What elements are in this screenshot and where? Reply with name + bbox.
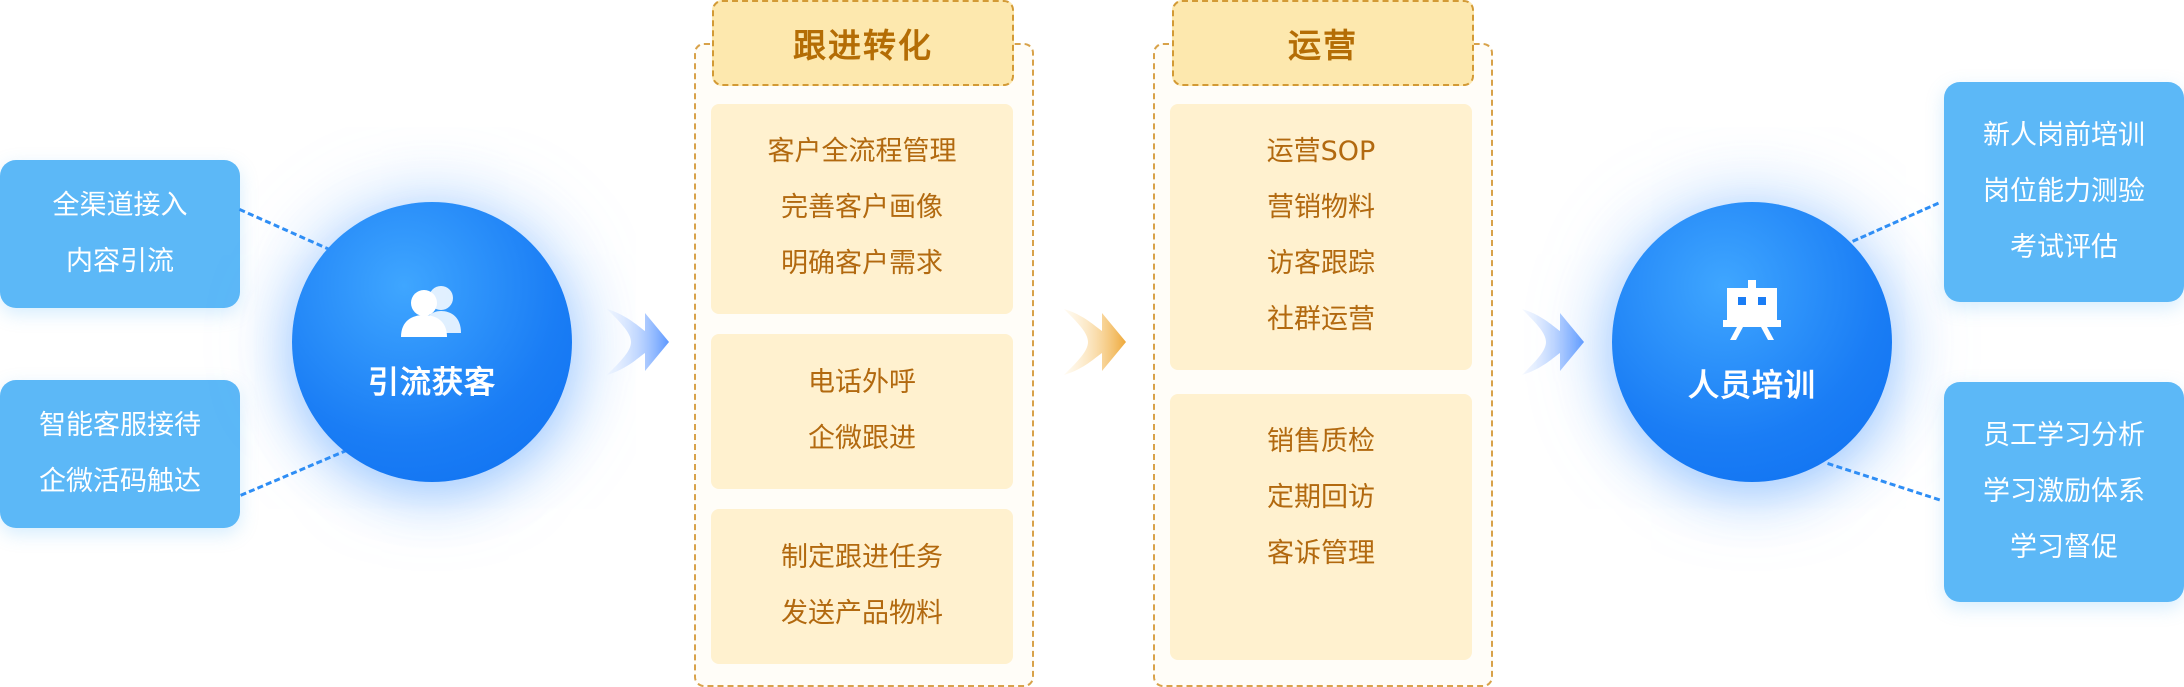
operation-item: 访客跟踪 — [1267, 248, 1375, 279]
acquisition-service-box: 智能客服接待 企微活码触达 — [0, 380, 240, 528]
followup-item: 完善客户画像 — [781, 192, 943, 223]
training-label: 人员培训 — [1688, 367, 1816, 404]
training-learning-item: 学习督促 — [2010, 532, 2118, 563]
followup-card: 制定跟进任务 发送产品物料 — [711, 509, 1013, 664]
flow-arrow-icon — [607, 309, 669, 375]
operation-title: 运营 — [1172, 0, 1474, 86]
presentation-board-icon — [1723, 279, 1781, 340]
operation-card: 销售质检 定期回访 客诉管理 — [1170, 394, 1472, 660]
flow-arrow-icon — [1522, 309, 1584, 375]
followup-item: 发送产品物料 — [781, 598, 943, 629]
operation-item: 客诉管理 — [1267, 538, 1375, 569]
flow-arrow-icon — [1064, 309, 1126, 375]
operation-item: 营销物料 — [1267, 192, 1375, 223]
acquisition-service-item: 智能客服接待 — [39, 410, 201, 441]
acquisition-channel-box: 全渠道接入 内容引流 — [0, 160, 240, 308]
training-node: 人员培训 — [1612, 202, 1892, 482]
acquisition-node: 引流获客 — [292, 202, 572, 482]
followup-item: 电话外呼 — [808, 367, 916, 398]
training-onboarding-box: 新人岗前培训 岗位能力测验 考试评估 — [1944, 82, 2184, 302]
training-onboarding-item: 新人岗前培训 — [1983, 120, 2145, 151]
operation-item: 运营SOP — [1266, 136, 1376, 167]
users-icon — [401, 285, 461, 337]
followup-item: 明确客户需求 — [781, 248, 943, 279]
followup-card: 电话外呼 企微跟进 — [711, 334, 1013, 489]
operation-card: 运营SOP 营销物料 访客跟踪 社群运营 — [1170, 104, 1472, 370]
training-learning-box: 员工学习分析 学习激励体系 学习督促 — [1944, 382, 2184, 602]
followup-card: 客户全流程管理 完善客户画像 明确客户需求 — [711, 104, 1013, 314]
acquisition-channel-item: 全渠道接入 — [52, 190, 188, 221]
acquisition-channel-item: 内容引流 — [66, 246, 174, 277]
training-onboarding-item: 考试评估 — [2010, 232, 2118, 263]
followup-item: 制定跟进任务 — [781, 542, 943, 573]
operation-item: 销售质检 — [1267, 426, 1375, 457]
followup-item: 客户全流程管理 — [767, 136, 957, 167]
followup-title: 跟进转化 — [712, 0, 1014, 86]
followup-item: 企微跟进 — [808, 423, 916, 454]
acquisition-service-item: 企微活码触达 — [39, 466, 201, 497]
operation-item: 定期回访 — [1267, 482, 1375, 513]
training-onboarding-item: 岗位能力测验 — [1983, 176, 2145, 207]
acquisition-label: 引流获客 — [368, 364, 496, 401]
operation-item: 社群运营 — [1267, 304, 1375, 335]
training-learning-item: 员工学习分析 — [1983, 420, 2145, 451]
training-learning-item: 学习激励体系 — [1983, 476, 2145, 507]
